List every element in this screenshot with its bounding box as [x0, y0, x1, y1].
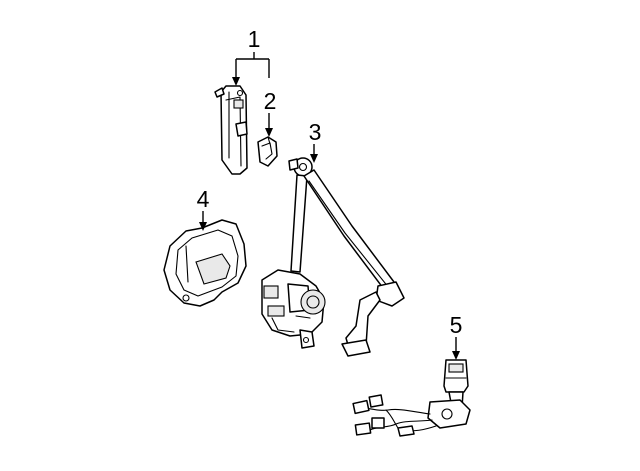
callout-3: 1: [232, 26, 270, 86]
callout-2: 4: [197, 186, 210, 231]
part-3-belt-guide-panel: [214, 85, 248, 175]
callout-1: 3: [309, 119, 322, 163]
part-5-buckle-harness: [352, 359, 471, 437]
callout-5: 5: [450, 312, 463, 360]
svg-text:1: 1: [248, 26, 261, 52]
part-4-clip: [257, 136, 278, 167]
svg-text:4: 4: [197, 186, 210, 212]
svg-text:3: 3: [309, 119, 322, 145]
part-1-retractor-belt-assembly: [261, 157, 405, 357]
svg-text:2: 2: [264, 88, 277, 114]
svg-text:5: 5: [450, 312, 463, 338]
part-2-trim-cover: [163, 219, 247, 307]
callout-4: 2: [264, 88, 277, 137]
